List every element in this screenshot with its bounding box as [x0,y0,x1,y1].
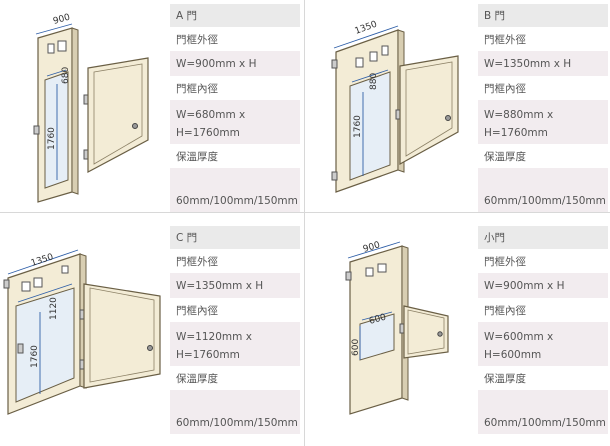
door-panel-small: 900 600 600 小門 門框外徑 W=900mm x H 門框內徑 W=6… [308,226,610,438]
panel-title: C 門 [170,226,300,249]
dim-inner-label: 600 [368,312,388,326]
thickness-label: 保溫厚度 [176,373,218,385]
outer-size-value: W=900mm x H [170,51,300,76]
door-small-illustration: 900 600 600 [345,240,449,415]
inner-width: W=680mm x [176,109,246,121]
thickness-value: 60mm/100mm/150mm [170,390,300,434]
dim-inner-label: 680 [61,67,71,84]
door-panel-b: 1350 880 1760 B 門 門框外徑 W=1350mm x H 門框內徑… [308,0,610,212]
thickness-value: 60mm/100mm/150mm [478,168,608,212]
inner-height: H=1760mm [176,127,240,139]
inner-size-label: 門框內徑 [484,83,526,95]
vertical-divider [304,0,305,446]
outer-size-value: W=1350mm x H [170,273,300,298]
outer-size-label: 門框外徑 [484,34,526,46]
thickness-value: 60mm/100mm/150mm [478,390,608,434]
inner-height: H=600mm [484,349,542,361]
dim-height-label: 1760 [47,127,57,150]
door-c-illustration: 1350 1120 1760 [3,249,161,415]
door-b-specs: B 門 門框外徑 W=1350mm x H 門框內徑 W=880mm x H=1… [478,4,608,212]
inner-size-label: 門框內徑 [484,305,526,317]
inner-size-value: W=680mm x H=1760mm [170,100,300,144]
outer-size-value: W=1350mm x H [478,51,608,76]
door-c-specs: C 門 門框外徑 W=1350mm x H 門框內徑 W=1120mm x H=… [170,226,300,434]
thickness-value: 60mm/100mm/150mm [170,168,300,212]
inner-height: H=1760mm [484,127,548,139]
outer-size-label: 門框外徑 [176,256,218,268]
inner-size-label: 門框內徑 [176,305,218,317]
outer-size-label: 門框外徑 [176,34,218,46]
thickness-label: 保溫厚度 [484,151,526,163]
dim-width-label: 900 [52,12,72,26]
dim-height-label: 600 [351,339,361,356]
horizontal-divider [0,212,610,213]
dim-height-label: 1760 [30,345,40,368]
thickness-label: 保溫厚度 [176,151,218,163]
dim-width-label: 900 [362,240,382,255]
inner-height: H=1760mm [176,349,240,361]
dim-height-label: 1760 [353,115,363,138]
panel-title: B 門 [478,4,608,27]
door-b-illustration: 1350 880 1760 [331,19,459,193]
outer-size-label: 門框外徑 [484,256,526,268]
door-a-specs: A 門 門框外徑 W=900mm x H 門框內徑 W=680mm x H=17… [170,4,300,212]
inner-width: W=600mm x [484,331,554,343]
panel-title: 小門 [478,226,608,249]
door-a-illustration: 900 680 1760 [33,12,149,203]
inner-size-value: W=600mm x H=600mm [478,322,608,366]
panel-title: A 門 [170,4,300,27]
door-small-specs: 小門 門框外徑 W=900mm x H 門框內徑 W=600mm x H=600… [478,226,608,434]
inner-width: W=1120mm x [176,331,252,343]
inner-size-value: W=1120mm x H=1760mm [170,322,300,366]
inner-size-value: W=880mm x H=1760mm [478,100,608,144]
thickness-label: 保溫厚度 [484,373,526,385]
door-panel-a: 900 680 1760 A 門 門框外徑 W=900mm x H 門框內徑 W… [0,0,302,212]
door-panel-c: 1350 1120 1760 C 門 門框外徑 W=1350mm x H 門框內… [0,226,302,438]
dim-inner-label: 880 [369,73,379,90]
inner-size-label: 門框內徑 [176,83,218,95]
inner-width: W=880mm x [484,109,554,121]
outer-size-value: W=900mm x H [478,273,608,298]
dim-inner-label: 1120 [49,297,59,320]
